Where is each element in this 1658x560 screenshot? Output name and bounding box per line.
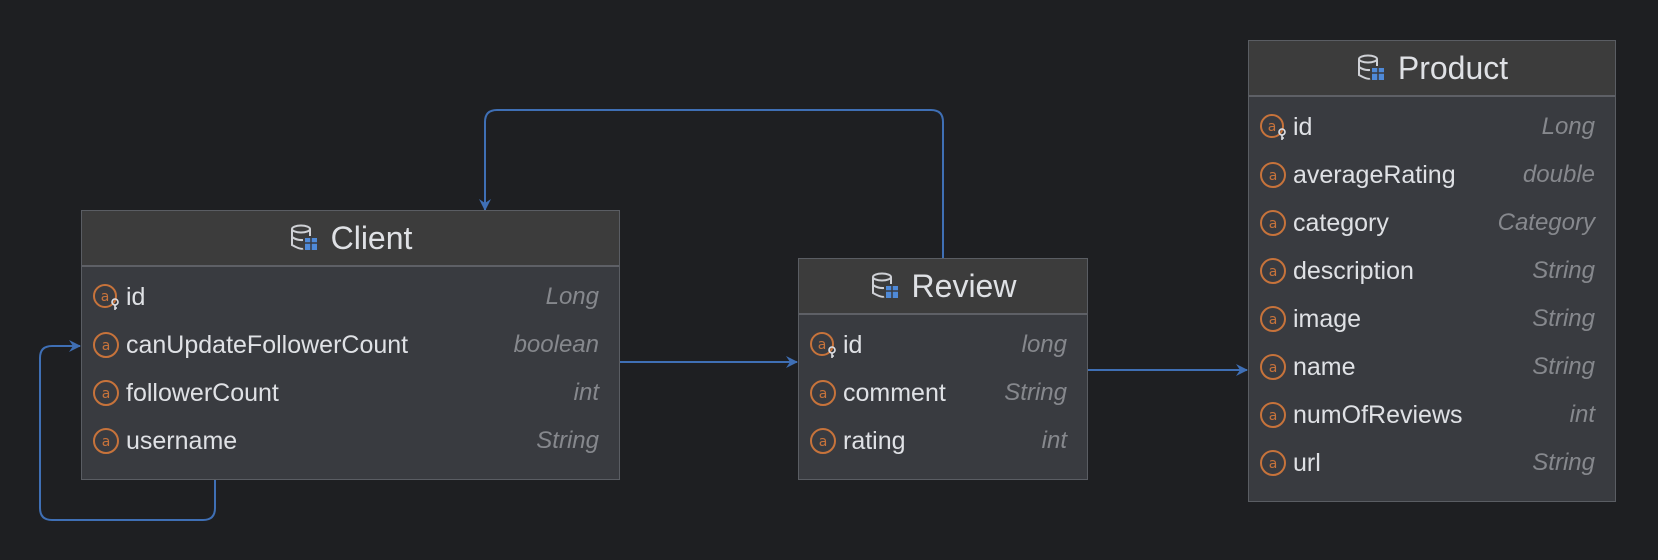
attribute-icon: a	[1260, 402, 1286, 428]
field-name: rating	[843, 426, 906, 455]
primary-key-icon: a	[93, 284, 119, 310]
attribute-icon: a	[93, 332, 119, 358]
svg-text:a: a	[1269, 264, 1278, 280]
entity-title: Review	[911, 267, 1017, 304]
field-list: a id Long a canUpdateFollowerCount boole…	[82, 267, 619, 465]
field-row[interactable]: a url String	[1249, 439, 1615, 487]
field-name: id	[126, 282, 146, 311]
field-row[interactable]: a canUpdateFollowerCount boolean	[82, 321, 619, 369]
field-name: username	[126, 426, 238, 455]
field-type: long	[1021, 331, 1067, 358]
svg-text:a: a	[102, 338, 111, 354]
relation-client-self[interactable]	[39, 340, 216, 521]
field-name: numOfReviews	[1293, 400, 1463, 429]
field-name: url	[1293, 448, 1321, 477]
attribute-icon: a	[1260, 258, 1286, 284]
field-name: image	[1293, 304, 1362, 333]
field-name: averageRating	[1293, 160, 1456, 189]
field-name: id	[843, 330, 863, 359]
field-type: int	[573, 379, 599, 406]
svg-text:a: a	[1269, 312, 1278, 328]
field-row[interactable]: a id Long	[82, 273, 619, 321]
field-type: String	[1532, 305, 1595, 332]
field-name: followerCount	[126, 378, 279, 407]
attribute-icon: a	[1260, 450, 1286, 476]
field-type: int	[1041, 427, 1067, 454]
field-row[interactable]: a numOfReviews int	[1249, 391, 1615, 439]
field-name: name	[1293, 352, 1356, 381]
field-type: int	[1569, 401, 1595, 428]
field-type: Long	[1541, 113, 1595, 140]
field-type: String	[1532, 449, 1595, 476]
field-type: Category	[1497, 209, 1595, 236]
svg-text:a: a	[102, 434, 111, 450]
entity-title: Client	[330, 219, 413, 256]
field-list: a id Long a averageRating double a	[1249, 97, 1615, 487]
svg-text:a: a	[1269, 408, 1278, 424]
svg-text:a: a	[819, 434, 828, 450]
attribute-icon: a	[93, 428, 119, 454]
primary-key-icon: a	[1260, 114, 1286, 140]
field-name: category	[1293, 208, 1389, 237]
field-row[interactable]: a followerCount int	[82, 369, 619, 417]
field-type: Long	[545, 283, 599, 310]
svg-text:a: a	[1269, 456, 1278, 472]
field-type: double	[1522, 161, 1595, 188]
field-list: a id long a comment String a	[799, 315, 1087, 465]
field-row[interactable]: a category Category	[1249, 199, 1615, 247]
entity-title: Product	[1397, 49, 1509, 86]
attribute-icon: a	[1260, 306, 1286, 332]
field-row[interactable]: a id Long	[1249, 103, 1615, 151]
svg-text:a: a	[1268, 119, 1277, 135]
entity-review[interactable]: Review a id long a comment String	[798, 258, 1088, 480]
entity-product[interactable]: Product a id Long a averageRating dou	[1248, 40, 1616, 502]
field-row[interactable]: a username String	[82, 417, 619, 465]
field-row[interactable]: a name String	[1249, 343, 1615, 391]
field-row[interactable]: a comment String	[799, 369, 1087, 417]
field-type: boolean	[513, 331, 599, 358]
entity-client[interactable]: Client a id Long a canUpdateFollowerCoun…	[81, 210, 620, 480]
svg-text:a: a	[819, 386, 828, 402]
field-row[interactable]: a rating int	[799, 417, 1087, 465]
field-type: String	[1004, 379, 1067, 406]
attribute-icon: a	[1260, 162, 1286, 188]
field-type: String	[1532, 353, 1595, 380]
field-type: String	[536, 427, 599, 454]
svg-text:a: a	[1269, 168, 1278, 184]
attribute-icon: a	[810, 428, 836, 454]
relation-review-to-client[interactable]	[479, 109, 944, 258]
svg-text:a: a	[101, 289, 110, 305]
field-row[interactable]: a id long	[799, 321, 1087, 369]
field-row[interactable]: a averageRating double	[1249, 151, 1615, 199]
field-row[interactable]: a description String	[1249, 247, 1615, 295]
attribute-icon: a	[1260, 354, 1286, 380]
field-type: String	[1532, 257, 1595, 284]
database-table-icon	[290, 224, 317, 250]
field-row[interactable]: a image String	[1249, 295, 1615, 343]
svg-text:a: a	[102, 386, 111, 402]
primary-key-icon: a	[810, 332, 836, 358]
entity-header: Product	[1249, 41, 1615, 97]
svg-text:a: a	[818, 337, 827, 353]
database-table-icon	[871, 272, 898, 298]
field-name: canUpdateFollowerCount	[126, 330, 409, 359]
field-name: id	[1293, 112, 1313, 141]
database-table-icon	[1357, 54, 1384, 80]
attribute-icon: a	[1260, 210, 1286, 236]
attribute-icon: a	[93, 380, 119, 406]
field-name: description	[1293, 256, 1414, 285]
entity-header: Review	[799, 259, 1087, 315]
entity-header: Client	[82, 211, 619, 267]
field-name: comment	[843, 378, 946, 407]
svg-text:a: a	[1269, 216, 1278, 232]
svg-text:a: a	[1269, 360, 1278, 376]
attribute-icon: a	[810, 380, 836, 406]
